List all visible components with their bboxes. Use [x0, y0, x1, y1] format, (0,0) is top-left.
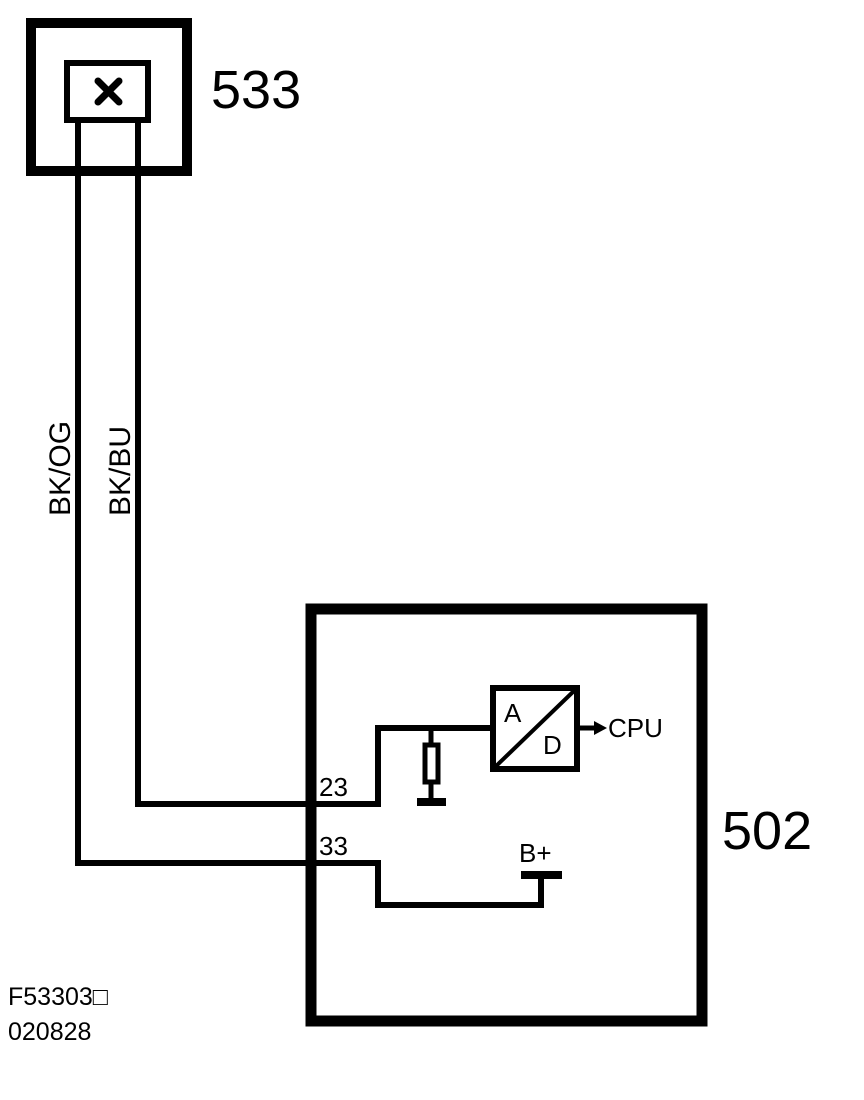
- figure-code: F53303□: [8, 983, 109, 1011]
- wire-bk-og: BK/OG: [44, 120, 544, 908]
- supply-label: B+: [519, 838, 552, 868]
- wire-bk-bu: BK/BU: [104, 120, 493, 807]
- component-502: 502 23 33 A D CPU B+: [305, 603, 812, 1027]
- arrow-right-icon: [594, 721, 607, 735]
- component-533: 533: [26, 18, 301, 176]
- ad-converter: A D CPU: [490, 685, 663, 772]
- pin-33-label: 33: [319, 831, 348, 861]
- wire-bk-bu-label: BK/BU: [104, 426, 137, 516]
- wire-bk-og-label: BK/OG: [44, 421, 77, 516]
- figure-date: 020828: [8, 1018, 91, 1046]
- component-502-label: 502: [722, 801, 812, 861]
- sensor-cross-icon: [94, 77, 123, 106]
- resistor-icon: [422, 742, 441, 785]
- ad-output-label: D: [543, 730, 562, 760]
- battery-supply: B+: [519, 838, 562, 879]
- wire-bk-og-path: [75, 120, 544, 908]
- cpu-label: CPU: [608, 713, 663, 743]
- pin-23-label: 23: [319, 772, 348, 802]
- component-502-box: [305, 603, 708, 1027]
- pulldown-resistor: [417, 728, 446, 806]
- ad-converter-divider: [491, 686, 579, 771]
- component-533-label: 533: [211, 60, 301, 120]
- component-533-outer-box: [26, 18, 192, 176]
- component-533-inner-box: [64, 60, 151, 123]
- ad-input-label: A: [504, 698, 522, 728]
- wire-bk-bu-path: [135, 120, 493, 807]
